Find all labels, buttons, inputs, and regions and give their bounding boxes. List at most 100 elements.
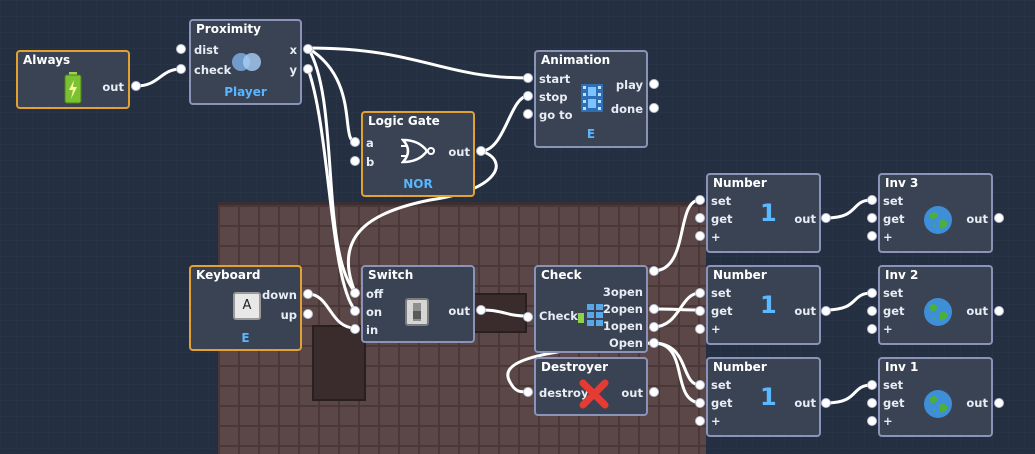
keyboard-target: E xyxy=(241,331,250,345)
port-check[interactable] xyxy=(176,64,186,74)
battery-icon xyxy=(64,72,82,108)
port-set[interactable] xyxy=(867,195,877,205)
keyboard-node[interactable]: Keyboard down up A E xyxy=(189,265,302,351)
wire-num2-inv2[interactable] xyxy=(824,291,874,312)
wire-num3-inv1[interactable] xyxy=(824,383,874,405)
switch-node[interactable]: Switch off on in out xyxy=(361,265,475,343)
port-plus[interactable] xyxy=(867,416,877,426)
wire-num1-inv3[interactable] xyxy=(824,198,874,220)
port-done[interactable] xyxy=(649,103,659,113)
port-plus[interactable] xyxy=(695,324,705,334)
port-label: + xyxy=(711,322,721,336)
port-set[interactable] xyxy=(695,288,705,298)
port-2open[interactable] xyxy=(649,304,659,314)
port-label: out xyxy=(794,396,816,410)
proximity-target: Player xyxy=(224,85,267,99)
port-label: dist xyxy=(194,43,219,57)
wire-down-in[interactable] xyxy=(306,292,357,330)
port-1open[interactable] xyxy=(649,322,659,332)
port-get[interactable] xyxy=(695,213,705,223)
port-plus[interactable] xyxy=(695,231,705,241)
port-get[interactable] xyxy=(867,213,877,223)
inv-node-2[interactable]: Inv 2 set get + out xyxy=(878,265,993,345)
wire-x-off[interactable] xyxy=(306,46,357,294)
port-b[interactable] xyxy=(350,156,360,166)
port-label: set xyxy=(711,378,732,392)
check-node[interactable]: Check Check 3open 2open 1open Open xyxy=(534,265,648,353)
port-stop[interactable] xyxy=(523,91,533,101)
port-label: up xyxy=(280,308,297,322)
logic-gate-node[interactable]: Logic Gate a b out NOR xyxy=(361,111,475,197)
port-set[interactable] xyxy=(695,380,705,390)
node-title: Inv 2 xyxy=(885,268,919,282)
number-node-2[interactable]: Number set get + 1 out xyxy=(706,265,821,345)
inv-node-1[interactable]: Inv 1 set get + out xyxy=(878,357,993,437)
port-open[interactable] xyxy=(649,338,659,348)
number-value: 1 xyxy=(760,383,777,411)
port-label: Check xyxy=(539,309,578,323)
wire-3open-set[interactable] xyxy=(651,198,702,273)
wire-open-set[interactable] xyxy=(651,341,702,387)
port-set[interactable] xyxy=(867,288,877,298)
port-destroyer-out[interactable] xyxy=(649,387,659,397)
port-in[interactable] xyxy=(350,324,360,334)
always-out-port[interactable] xyxy=(131,81,141,91)
proximity-node[interactable]: Proximity dist check x y Player xyxy=(189,19,302,105)
animation-node[interactable]: Animation start stop go to play done E xyxy=(534,50,648,148)
wire-switch-check[interactable] xyxy=(479,308,530,318)
port-number-out[interactable] xyxy=(821,306,831,316)
port-inv-out[interactable] xyxy=(994,306,1004,316)
port-label: out xyxy=(966,396,988,410)
number-value: 1 xyxy=(760,199,777,227)
port-start[interactable] xyxy=(523,73,533,83)
port-number-out[interactable] xyxy=(821,213,831,223)
port-get[interactable] xyxy=(867,398,877,408)
port-play[interactable] xyxy=(649,79,659,89)
port-label: stop xyxy=(539,90,568,104)
port-get[interactable] xyxy=(867,306,877,316)
port-set[interactable] xyxy=(695,195,705,205)
node-title: Destroyer xyxy=(541,360,609,374)
port-goto[interactable] xyxy=(523,109,533,119)
port-3open[interactable] xyxy=(649,266,659,276)
port-a[interactable] xyxy=(350,137,360,147)
port-destroy[interactable] xyxy=(523,387,533,397)
wire-2open-get[interactable] xyxy=(651,307,702,312)
port-number-out[interactable] xyxy=(821,398,831,408)
port-on[interactable] xyxy=(350,306,360,316)
port-x[interactable] xyxy=(303,44,313,54)
wire-always-check[interactable] xyxy=(134,67,183,88)
wire-1open-set[interactable] xyxy=(651,291,702,329)
port-plus[interactable] xyxy=(867,324,877,334)
always-node[interactable]: Always out xyxy=(16,50,130,109)
port-off[interactable] xyxy=(350,288,360,298)
node-title: Logic Gate xyxy=(368,114,440,128)
destroyer-node[interactable]: Destroyer destroy out xyxy=(534,357,648,416)
wire-x-start[interactable] xyxy=(306,46,530,80)
port-check-in[interactable] xyxy=(523,312,533,322)
port-plus[interactable] xyxy=(867,231,877,241)
overlap-circles-icon xyxy=(231,52,263,76)
port-down[interactable] xyxy=(303,289,313,299)
node-title: Always xyxy=(23,53,71,67)
port-label: on xyxy=(366,305,383,319)
port-inv-out[interactable] xyxy=(994,213,1004,223)
port-get[interactable] xyxy=(695,306,705,316)
number-node-3[interactable]: Number set get + 1 out xyxy=(706,357,821,437)
wire-gate-off[interactable] xyxy=(347,149,498,294)
wire-gate-stop[interactable] xyxy=(479,94,530,153)
port-inv-out[interactable] xyxy=(994,398,1004,408)
port-label: set xyxy=(883,378,904,392)
port-up[interactable] xyxy=(303,309,313,319)
port-gate-out[interactable] xyxy=(476,146,486,156)
number-node-1[interactable]: Number set get + 1 out xyxy=(706,173,821,253)
port-y[interactable] xyxy=(303,64,313,74)
port-set[interactable] xyxy=(867,380,877,390)
inv-node-3[interactable]: Inv 3 set get + out xyxy=(878,173,993,253)
port-plus[interactable] xyxy=(695,416,705,426)
wire-y-on[interactable] xyxy=(306,67,357,312)
port-label: out xyxy=(794,304,816,318)
port-dist[interactable] xyxy=(176,44,186,54)
port-get[interactable] xyxy=(695,398,705,408)
port-switch-out[interactable] xyxy=(476,305,486,315)
